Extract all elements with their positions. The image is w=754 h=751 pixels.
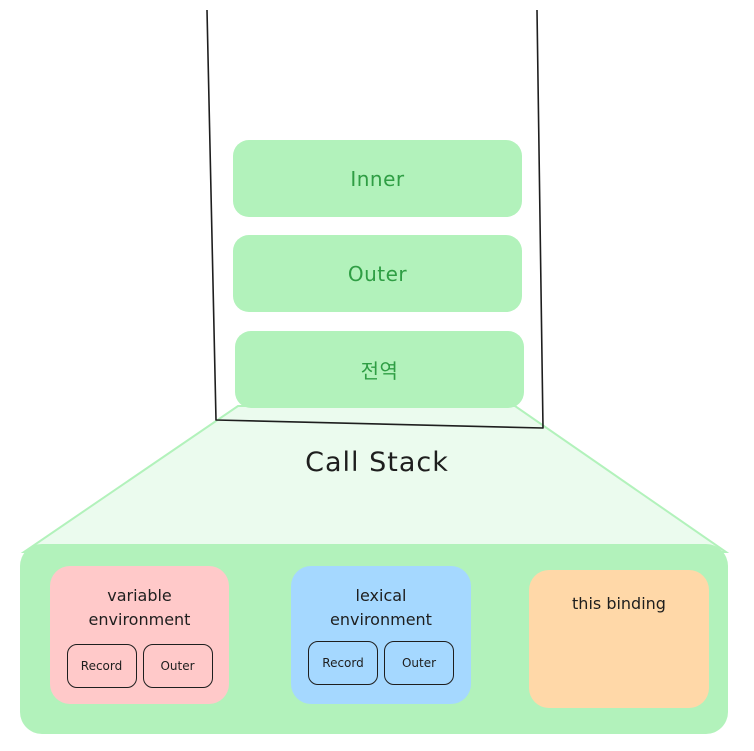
this-binding-title: this binding (572, 594, 666, 613)
lexical-environment-card: lexical environment Record Outer (291, 566, 471, 704)
lexical-environment-chips: Record Outer (291, 641, 471, 685)
zoom-trapezoid (20, 405, 730, 553)
lexical-environment-record-chip: Record (308, 641, 378, 685)
variable-environment-outer-chip: Outer (142, 644, 213, 688)
variable-environment-title: variable environment (88, 586, 191, 629)
this-binding-card: this binding (529, 570, 709, 708)
variable-environment-chips: Record Outer (50, 644, 229, 688)
lexical-environment-title: lexical environment (330, 586, 432, 629)
variable-environment-card: variable environment Record Outer (50, 566, 229, 704)
lexical-environment-outer-chip: Outer (384, 641, 454, 685)
stack-frame-outer: Outer (233, 235, 522, 312)
variable-environment-record-chip: Record (66, 644, 137, 688)
stack-frame-inner: Inner (233, 140, 522, 217)
call-stack-title: Call Stack (305, 447, 449, 478)
stack-frame-global: 전역 (235, 331, 524, 408)
call-stack-container (206, 9, 544, 429)
